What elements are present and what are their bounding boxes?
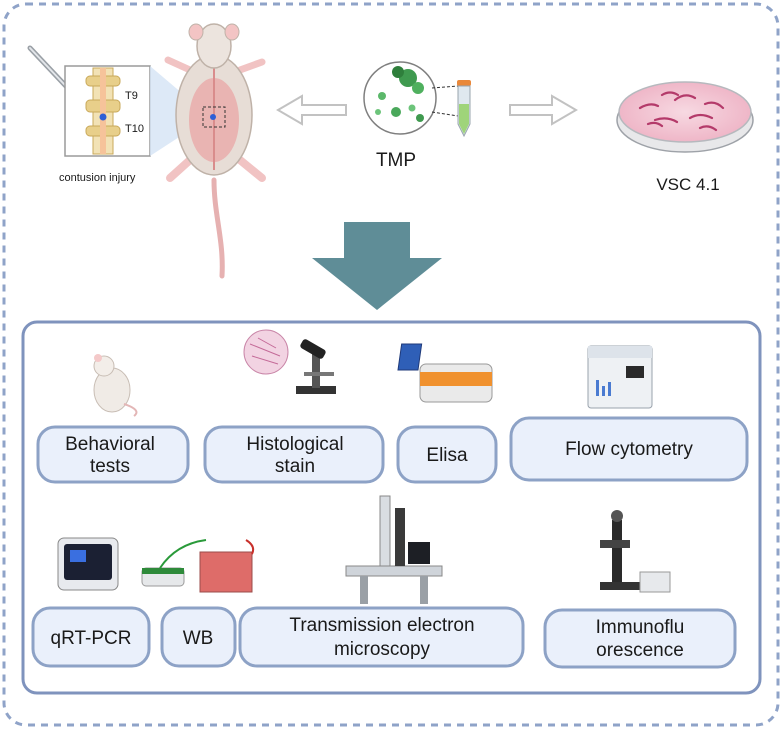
- arrow-to-rat: [276, 94, 347, 126]
- injury-caption: contusion injury: [59, 172, 136, 184]
- tem-microscope-illustration: [345, 495, 443, 604]
- method-label-behavioral-2: tests: [90, 456, 130, 477]
- injury-site-dot: [99, 113, 107, 121]
- method-label-histological-1: Histological: [246, 434, 343, 455]
- elisa-reader-illustration: [397, 343, 493, 403]
- spine-label-t9: T9: [125, 90, 138, 102]
- methods-panel: [21, 320, 762, 695]
- rat-sitting-illustration: [93, 354, 138, 417]
- method-pill-tem: [238, 606, 525, 668]
- fluorescence-microscope-illustration: [600, 510, 671, 593]
- method-pill-wb: [160, 606, 237, 668]
- rat-dorsal-illustration: [164, 23, 266, 279]
- spine-label-t10: T10: [125, 123, 144, 135]
- method-pill-flow: [509, 416, 749, 482]
- method-label-elisa: Elisa: [426, 445, 468, 466]
- petri-dish-vsc41: VSC 4.1: [616, 81, 754, 194]
- method-label-behavioral-1: Behavioral: [65, 434, 155, 455]
- method-label-tem-2: microscopy: [334, 639, 431, 660]
- method-label-histological-2: stain: [275, 456, 315, 477]
- method-label-if-1: Immunoflu: [596, 617, 685, 638]
- method-label-flow: Flow cytometry: [565, 439, 693, 460]
- method-pill-elisa: [396, 425, 498, 484]
- flow-cytometer-illustration: [587, 345, 653, 409]
- vsc41-label: VSC 4.1: [656, 175, 719, 194]
- microscope-histology-illustration: [243, 329, 336, 394]
- method-pill-if: [543, 608, 737, 669]
- method-pill-qrtpcr: [31, 606, 151, 668]
- method-label-qrtpcr: qRT-PCR: [51, 628, 132, 649]
- method-label-wb: WB: [183, 628, 214, 649]
- tmp-label: TMP: [376, 150, 416, 171]
- method-pill-behavioral: [36, 425, 190, 484]
- big-down-arrow: [312, 222, 442, 310]
- arrow-to-cells: [509, 94, 578, 126]
- method-label-tem-1: Transmission electron: [289, 615, 474, 636]
- method-label-if-2: orescence: [596, 640, 684, 661]
- western-blot-illustration: [141, 539, 255, 593]
- tmp-compound-illustration: TMP: [363, 61, 471, 171]
- qpcr-machine-illustration: [57, 537, 119, 591]
- method-pill-histological: [203, 425, 385, 484]
